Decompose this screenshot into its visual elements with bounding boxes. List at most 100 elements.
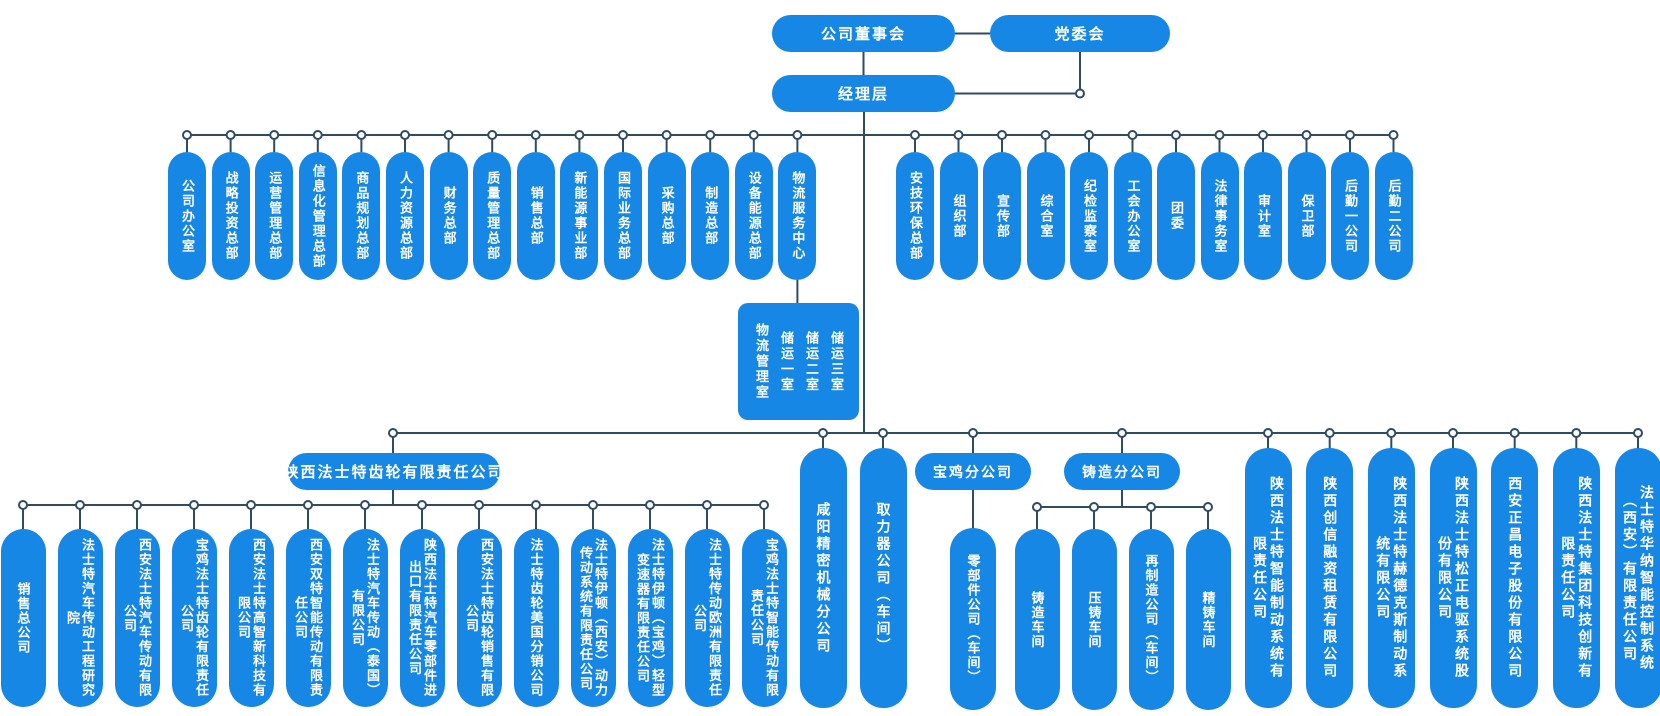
pill-text-column: 法士特汽车传动工程研究 xyxy=(80,538,95,698)
pill-text-column: 陕西法士特汽车零部件进 xyxy=(422,538,437,698)
pill-text-column: 工会办公室 xyxy=(1125,178,1141,254)
pill-text-column: 西安双特智能传动有限责 xyxy=(308,538,323,698)
department-pill: 组织部 xyxy=(939,152,978,280)
room-column: 储运三室 xyxy=(829,330,844,393)
pill-text-column: 纪检监察室 xyxy=(1082,178,1097,254)
child-company-pill: 法士特汽车传动工程研究院 xyxy=(57,529,103,707)
pill-text-column: 公司 xyxy=(179,603,194,633)
pill-text-column: 铸造车间 xyxy=(1029,590,1045,649)
management-layer-pill: 经理层 xyxy=(772,75,955,112)
subsidiary-pill: 法士特华纳智能控制系统（西安）有限责任公司 xyxy=(1614,448,1660,708)
pill-text-column: 责任公司 xyxy=(749,589,764,647)
department-pill: 审计室 xyxy=(1244,152,1282,280)
department-pill: 商品规划总部 xyxy=(342,152,381,280)
pill-text-column: 西安法士特汽车传动有限 xyxy=(137,538,152,698)
pill-text-column: 传动系统有限责任公司 xyxy=(578,545,593,691)
party-committee-pill: 党委会 xyxy=(990,15,1170,52)
child-company-pill: 西安法士特齿轮销售有限公司 xyxy=(456,529,502,707)
department-pill: 人力资源总部 xyxy=(386,152,424,280)
child-company-pill: 西安法士特高智新科技有限公司 xyxy=(228,529,274,707)
pill-text-column: 份有限公司 xyxy=(1437,535,1453,621)
department-pill: 销售总部 xyxy=(516,152,555,280)
pill-text-column: 采购总部 xyxy=(659,186,675,246)
pill-text-column: 信息化管理总部 xyxy=(310,163,326,269)
department-pill: 物流服务中心 xyxy=(778,152,817,280)
pill-text-column: 限公司 xyxy=(236,596,251,640)
pill-text-column: 法士特华纳智能控制系统 xyxy=(1639,484,1655,672)
room-column: 物流管理室 xyxy=(754,322,769,401)
pill-text-column: 后勤一公司 xyxy=(1343,178,1358,254)
pill-text-column: 质量管理总部 xyxy=(485,171,501,261)
workshop-pill: 再制造公司（车间） xyxy=(1128,529,1174,710)
pill-text-column: 销售总公司 xyxy=(15,581,31,655)
pill-text-column: 压铸车间 xyxy=(1086,590,1102,649)
department-pill: 后勤二公司 xyxy=(1374,152,1413,280)
subsidiary-pill: 陕西创信融资租赁有限公司 xyxy=(1306,448,1354,708)
pill-text-column: 安技环保总部 xyxy=(908,171,923,261)
pill-text-column: 人力资源总部 xyxy=(398,171,413,261)
department-pill: 运营管理总部 xyxy=(255,152,294,280)
child-company-pill: 法士特传动欧洲有限责任公司 xyxy=(684,529,730,707)
department-pill: 保卫部 xyxy=(1287,152,1326,280)
pill-text-column: 综合室 xyxy=(1038,193,1054,239)
pill-text-column: 取力器公司（车间） xyxy=(875,501,892,655)
department-pill: 纪检监察室 xyxy=(1070,152,1108,280)
pill-text-column: 设备能源总部 xyxy=(746,171,762,261)
pill-text-column: 宣传部 xyxy=(995,193,1010,239)
department-pill: 信息化管理总部 xyxy=(298,152,337,280)
department-pill: 财务总部 xyxy=(429,152,468,280)
pill-text-column: 公司 xyxy=(464,603,479,633)
pill-text-column: 零部件公司（车间） xyxy=(965,553,981,685)
pill-text-column: 陕西法士特集团科技创新有 xyxy=(1577,476,1594,680)
department-pill: 新能源事业部 xyxy=(560,152,599,280)
department-pill: 工会办公室 xyxy=(1113,152,1152,280)
child-company-pill: 法士特伊顿（西安）动力传动系统有限责任公司 xyxy=(570,529,616,707)
pill-text-column: 后勤二公司 xyxy=(1386,178,1402,254)
department-pill: 公司办公室 xyxy=(168,152,206,280)
workshop-pill: 精铸车间 xyxy=(1185,529,1231,710)
pill-text-column: 法士特齿轮美国分销公司 xyxy=(528,538,544,698)
workshop-pill: 铸造车间 xyxy=(1014,529,1060,710)
child-company-pill: 销售总公司 xyxy=(0,529,46,707)
pill-text-column: 陕西法士特智能制动系统有 xyxy=(1269,476,1285,680)
pill-text-column: 精铸车间 xyxy=(1200,590,1216,649)
room-column: 储运一室 xyxy=(779,330,794,393)
pill-text-column: 新能源事业部 xyxy=(572,171,588,261)
department-pill: 法律事务室 xyxy=(1200,152,1239,280)
department-pill: 设备能源总部 xyxy=(734,152,773,280)
pill-text-column: 西安法士特齿轮销售有限 xyxy=(479,538,494,698)
logistics-rooms-box: 储运三室储运二室储运一室物流管理室 xyxy=(738,303,859,420)
pill-text-column: 陕西创信融资租赁有限公司 xyxy=(1322,476,1339,680)
pill-text-column: 西安法士特高智新科技有 xyxy=(251,538,266,698)
room-column: 储运二室 xyxy=(804,330,819,393)
child-company-pill: 西安双特智能传动有限责任公司 xyxy=(285,529,331,707)
branch-pill: 陕西法士特齿轮有限责任公司 xyxy=(284,453,503,490)
pill-text-column: 审计室 xyxy=(1256,193,1271,239)
subsidiary-pill: 陕西法士特松正电驱系统股份有限公司 xyxy=(1429,448,1477,708)
department-pill: 安技环保总部 xyxy=(896,152,934,280)
pill-text-column: 陕西法士特松正电驱系统股 xyxy=(1454,476,1470,680)
pill-text-column: 法士特传动欧洲有限责任 xyxy=(707,538,722,698)
pill-text-column: 公司 xyxy=(122,603,137,633)
pill-text-column: 公司办公室 xyxy=(180,178,195,254)
subsidiary-pill: 陕西法士特集团科技创新有限责任公司 xyxy=(1552,448,1600,708)
department-pill: 质量管理总部 xyxy=(473,152,512,280)
pill-text-column: 组织部 xyxy=(951,193,967,239)
pill-text-column: 限责任公司 xyxy=(1560,535,1577,621)
pill-text-column: 宝鸡法士特齿轮有限责任 xyxy=(194,538,209,698)
pill-text-column: 法士特汽车传动（泰国） xyxy=(365,538,380,698)
pill-text-column: 团委 xyxy=(1169,201,1184,231)
child-company-pill: 宝鸡法士特智能传动有限责任公司 xyxy=(741,529,787,707)
pill-text-column: 运营管理总部 xyxy=(267,171,283,261)
child-company-pill: 法士特汽车传动（泰国）有限公司 xyxy=(342,529,388,707)
department-pill: 国际业务总部 xyxy=(604,152,642,280)
child-company-pill: 法士特齿轮美国分销公司 xyxy=(513,529,559,707)
department-pill: 制造总部 xyxy=(691,152,730,280)
pill-text-column: 出口有限责任公司 xyxy=(407,560,422,676)
child-company-pill: 西安法士特汽车传动有限公司 xyxy=(114,529,160,707)
pill-text-column: 咸阳精密机械分公司 xyxy=(815,501,832,655)
pill-text-column: 统有限公司 xyxy=(1375,535,1392,621)
board-of-directors-pill: 公司董事会 xyxy=(772,15,955,52)
pill-text-column: 商品规划总部 xyxy=(354,171,370,261)
